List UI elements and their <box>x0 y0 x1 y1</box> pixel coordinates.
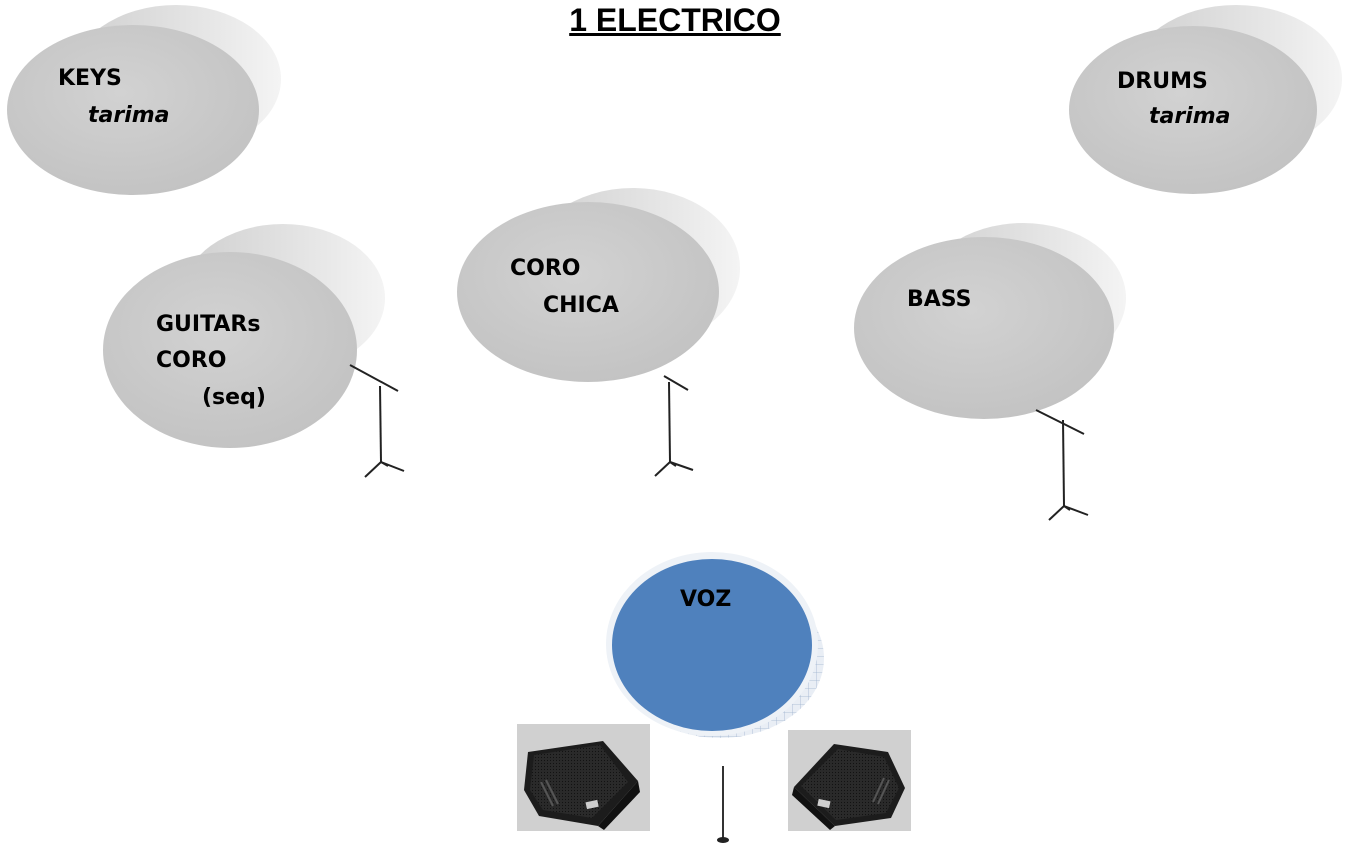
keys-platform <box>7 5 281 195</box>
stage-monitor-icon <box>517 724 650 831</box>
page-title: 1 ELECTRICO <box>569 2 781 38</box>
mic-stand-icon <box>654 375 694 477</box>
bass-platform <box>854 223 1126 419</box>
coro-chica-platform <box>457 188 740 382</box>
drums-platform <box>1069 5 1342 194</box>
guitars-platform <box>103 224 385 448</box>
coro-label: CORO <box>510 256 581 281</box>
mic-stand-icon <box>717 766 729 843</box>
guitars-label: GUITARs <box>156 312 261 337</box>
drums-label: DRUMS <box>1117 69 1208 94</box>
voz-label: VOZ <box>680 587 732 612</box>
mic-stand-icon <box>349 364 405 478</box>
voz-riser <box>606 552 824 738</box>
drums-sublabel: tarima <box>1149 104 1231 129</box>
chica-label: CHICA <box>543 293 619 318</box>
mic-stand-icon <box>1035 409 1089 521</box>
bass-label: BASS <box>907 287 972 312</box>
keys-sublabel: tarima <box>88 103 170 128</box>
guitars-coro-label: CORO <box>156 348 227 373</box>
stage-monitor-icon <box>788 730 911 831</box>
guitars-seq-label: (seq) <box>202 385 266 410</box>
keys-label: KEYS <box>58 66 122 91</box>
